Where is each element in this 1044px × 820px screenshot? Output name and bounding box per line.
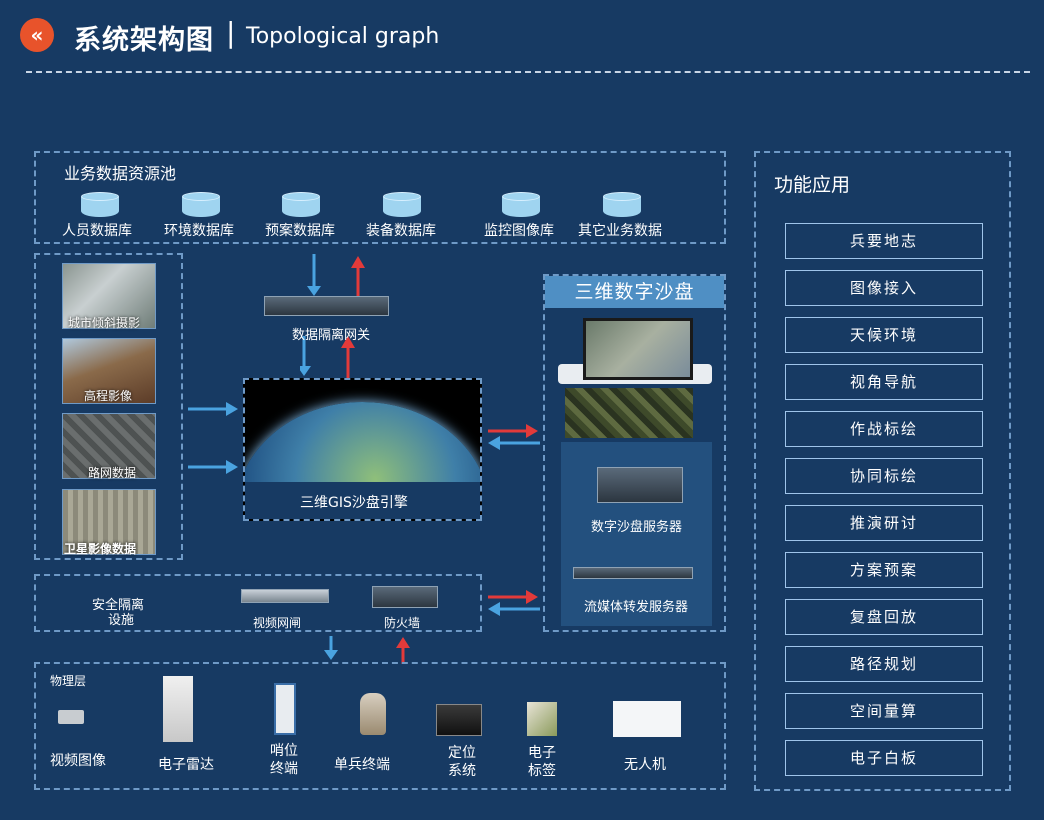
database-label: 环境数据库 (164, 223, 234, 239)
stream-server-label: 流媒体转发服务器 (584, 600, 689, 615)
function-button[interactable]: 路径规划 (785, 646, 983, 682)
gateway-device-icon (264, 296, 389, 316)
function-button[interactable]: 协同标绘 (785, 458, 983, 494)
video-gate-label: 视频网闸 (253, 616, 302, 630)
physical-layer-panel (34, 662, 726, 790)
engine-label-bar (245, 482, 480, 519)
imagery-thumbnail (62, 263, 156, 329)
database-icon (182, 192, 220, 218)
function-button[interactable]: 空间量算 (785, 693, 983, 729)
data-pool-panel (34, 151, 726, 244)
imagery-panel (34, 253, 183, 560)
camera-icon (58, 710, 84, 724)
database-label: 监控图像库 (484, 223, 554, 239)
header-divider (26, 71, 1030, 73)
flow-arrows-security-physical (324, 636, 410, 664)
imagery-label: 卫星影像数据 (64, 542, 137, 556)
radar-icon (163, 676, 193, 742)
physical-item-label: 定位 (448, 745, 476, 761)
function-button[interactable]: 复盘回放 (785, 599, 983, 635)
page-subtitle: Topological graph (246, 24, 440, 49)
sandbox-screen-icon (583, 318, 693, 380)
database-icon (383, 192, 421, 218)
physical-item-label: 电子雷达 (158, 757, 214, 773)
physical-item-label: 终端 (270, 761, 298, 777)
sandbox-panel (543, 274, 726, 632)
function-button[interactable]: 天候环境 (785, 317, 983, 353)
firewall-device-icon (372, 586, 438, 608)
database-label: 人员数据库 (62, 223, 132, 239)
positioning-device-icon (436, 704, 482, 736)
sandbox-server-label: 数字沙盘服务器 (591, 520, 683, 535)
function-button[interactable]: 作战标绘 (785, 411, 983, 447)
sandbox-table-base (565, 388, 693, 438)
earth-globe-icon (245, 380, 480, 482)
flow-arrows-security-sandbox (488, 590, 540, 616)
sentry-terminal-icon (274, 683, 296, 735)
physical-item-label: 电子 (528, 745, 556, 761)
data-pool-title: 业务数据资源池 (64, 164, 177, 183)
physical-item-label: 无人机 (624, 757, 666, 773)
imagery-label: 城市倾斜摄影 (68, 316, 141, 330)
page-title: 系统架构图 (74, 25, 214, 56)
physical-item-label: 系统 (448, 763, 476, 779)
flow-arrows-engine-sandbox (488, 424, 540, 450)
database-label: 其它业务数据 (578, 223, 662, 239)
function-button[interactable]: 视角导航 (785, 364, 983, 400)
database-icon (502, 192, 540, 218)
flow-arrows-imagery-engine (188, 402, 238, 474)
physical-item-label: 单兵终端 (334, 757, 390, 773)
database-label: 装备数据库 (366, 223, 436, 239)
imagery-label: 高程影像 (84, 389, 133, 403)
security-title-line1: 安全隔离 (92, 598, 145, 613)
firewall-label: 防火墙 (384, 616, 421, 630)
functions-panel (754, 151, 1011, 791)
sandbox-server-icon (597, 467, 683, 503)
database-icon (81, 192, 119, 218)
video-gate-device-icon (241, 589, 329, 603)
physical-item-label: 视频图像 (50, 753, 106, 769)
gateway-label: 数据隔离网关 (292, 328, 371, 343)
function-button[interactable]: 电子白板 (785, 740, 983, 776)
sandbox-title: 三维数字沙盘 (545, 276, 724, 308)
drone-icon (613, 701, 681, 737)
function-button[interactable]: 推演研讨 (785, 505, 983, 541)
security-title-line2: 设施 (108, 613, 135, 628)
electronic-tag-icon (527, 702, 557, 736)
soldier-terminal-icon (360, 693, 386, 735)
database-label: 预案数据库 (265, 223, 335, 239)
stream-server-icon (573, 567, 693, 579)
flow-arrows-pool-gateway (300, 254, 365, 378)
engine-label: 三维GIS沙盘引擎 (300, 495, 408, 511)
database-icon (603, 192, 641, 218)
security-panel (34, 574, 482, 632)
database-icon (282, 192, 320, 218)
imagery-thumbnail (62, 489, 156, 555)
imagery-label: 路网数据 (88, 466, 137, 480)
title-separator: | (226, 16, 236, 49)
back-logo-icon[interactable]: « (20, 18, 54, 52)
function-button[interactable]: 图像接入 (785, 270, 983, 306)
physical-item-label: 哨位 (270, 743, 298, 759)
imagery-thumbnail (62, 413, 156, 479)
physical-item-label: 标签 (528, 763, 556, 779)
function-button[interactable]: 方案预案 (785, 552, 983, 588)
imagery-thumbnail (62, 338, 156, 404)
function-button[interactable]: 兵要地志 (785, 223, 983, 259)
functions-title: 功能应用 (774, 174, 851, 196)
physical-layer-title: 物理层 (50, 674, 87, 688)
